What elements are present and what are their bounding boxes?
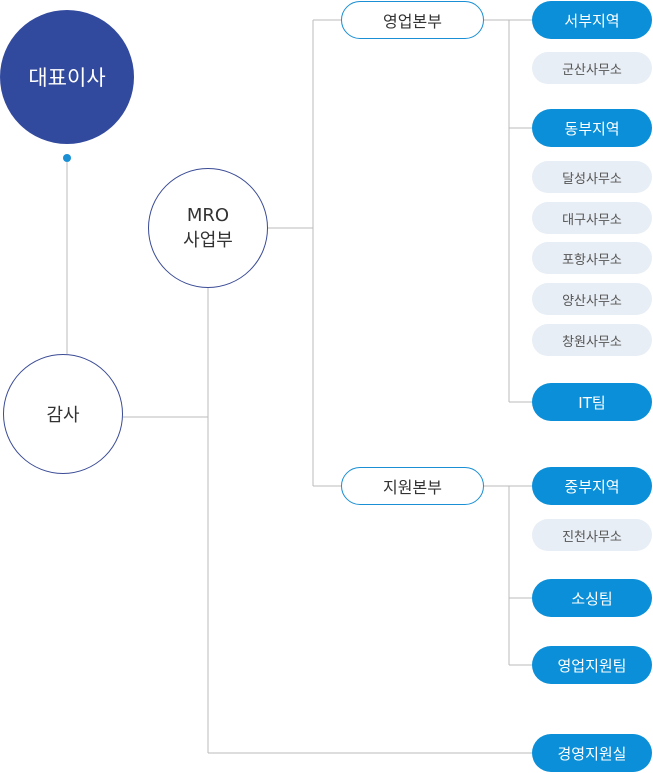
it-team-node: IT팀: [532, 383, 652, 421]
east-region-label: 동부지역: [564, 119, 620, 138]
mro-division-node: MRO 사업부: [148, 168, 268, 288]
changwon-office-label: 창원사무소: [562, 334, 622, 350]
ceo-node: 대표이사: [0, 10, 134, 144]
west-region-label: 서부지역: [564, 11, 620, 30]
daegu-office-node: 대구사무소: [532, 202, 652, 234]
sales-hq-node: 영업본부: [341, 1, 484, 39]
audit-label: 감사: [46, 405, 80, 426]
daegu-office-label: 대구사무소: [562, 212, 622, 228]
it-team-label: IT팀: [578, 393, 606, 412]
support-hq-label: 지원본부: [383, 478, 442, 497]
yangsan-office-node: 양산사무소: [532, 283, 652, 315]
mro-label-line1: MRO: [186, 204, 230, 226]
yangsan-office-label: 양산사무소: [562, 293, 622, 309]
east-region-node: 동부지역: [532, 109, 652, 147]
audit-node: 감사: [3, 354, 123, 474]
sales-support-team-label: 영업지원팀: [557, 656, 627, 675]
connector-dot: [63, 154, 71, 162]
mro-label-line2: 사업부: [183, 230, 233, 251]
changwon-office-node: 창원사무소: [532, 324, 652, 356]
pohang-office-node: 포항사무소: [532, 242, 652, 274]
sales-support-team-node: 영업지원팀: [532, 646, 652, 684]
management-support-node: 경영지원실: [532, 734, 652, 772]
central-region-label: 중부지역: [564, 477, 620, 496]
support-hq-node: 지원본부: [341, 467, 484, 505]
management-support-label: 경영지원실: [557, 744, 627, 763]
sales-hq-label: 영업본부: [383, 12, 442, 31]
central-region-node: 중부지역: [532, 467, 652, 505]
ceo-label: 대표이사: [28, 66, 106, 90]
pohang-office-label: 포항사무소: [562, 252, 622, 268]
gunsan-office-label: 군산사무소: [562, 62, 622, 78]
west-region-node: 서부지역: [532, 1, 652, 39]
gunsan-office-node: 군산사무소: [532, 52, 652, 84]
jincheon-office-node: 진천사무소: [532, 519, 652, 551]
sourcing-team-node: 소싱팀: [532, 579, 652, 617]
dalseong-office-label: 달성사무소: [562, 171, 622, 187]
jincheon-office-label: 진천사무소: [562, 529, 622, 545]
dalseong-office-node: 달성사무소: [532, 161, 652, 193]
sourcing-team-label: 소싱팀: [571, 589, 613, 608]
